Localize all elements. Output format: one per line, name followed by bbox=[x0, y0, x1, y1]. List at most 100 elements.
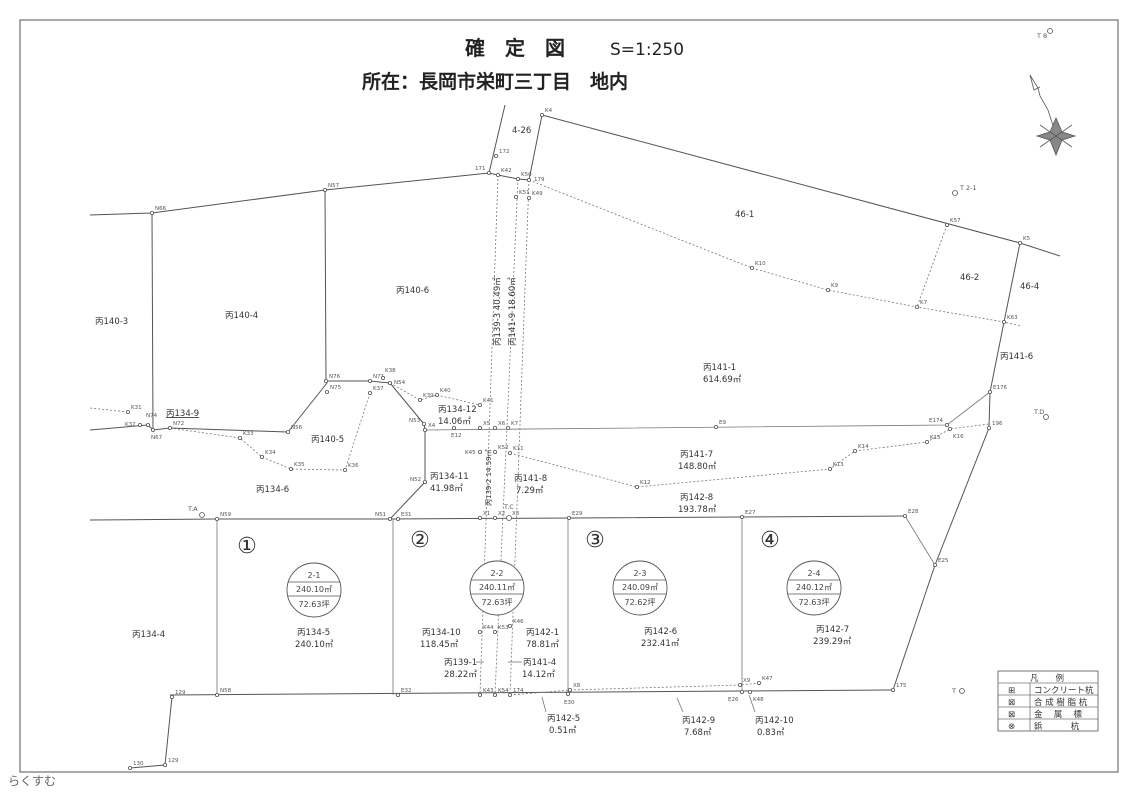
survey-point-label: K14 bbox=[858, 444, 869, 450]
lot-tsubo: 72.63坪 bbox=[482, 598, 513, 607]
survey-point-marker bbox=[380, 375, 385, 380]
benchmarks: T.A T.C T.D T 2-1 T 8 T bbox=[187, 28, 1053, 695]
survey-point-marker bbox=[516, 176, 521, 181]
parcel-label: 丙141-4 bbox=[523, 658, 556, 668]
parcel-area: 148.80㎡ bbox=[678, 462, 717, 472]
survey-point-label: E27 bbox=[745, 510, 756, 516]
parcel-area: 193.78㎡ bbox=[678, 505, 717, 515]
survey-point-label: K39 bbox=[423, 393, 434, 399]
lot-id: 2-4 bbox=[807, 569, 820, 578]
parcel-label: 丙142-9 bbox=[682, 716, 715, 726]
survey-point-marker bbox=[477, 425, 482, 430]
parcel-label: 丙142-10 bbox=[755, 716, 794, 726]
watermark-logo: らくすむ bbox=[8, 774, 57, 788]
survey-point-label: X2 bbox=[498, 511, 505, 517]
survey-point-label: K38 bbox=[385, 368, 396, 374]
lot-marker: 2-4 240.12㎡ 72.63坪 ④ bbox=[760, 528, 842, 616]
survey-point-marker bbox=[495, 172, 500, 177]
survey-point-marker bbox=[903, 514, 908, 519]
survey-point-label: K57 bbox=[950, 218, 961, 224]
parcel-area: 0.83㎡ bbox=[757, 728, 785, 738]
survey-point-label: 130 bbox=[133, 761, 144, 767]
survey-point-marker bbox=[395, 693, 400, 698]
survey-point-label: X8 bbox=[573, 683, 581, 689]
parcel-area: 7.68㎡ bbox=[684, 728, 712, 738]
survey-point-label: E12 bbox=[451, 433, 461, 439]
survey-point-marker bbox=[477, 449, 482, 454]
survey-point-label: N56 bbox=[291, 425, 303, 431]
survey-point-label: N59 bbox=[220, 512, 232, 518]
survey-point-marker bbox=[477, 516, 482, 521]
survey-point-marker bbox=[169, 695, 174, 700]
survey-point-marker bbox=[507, 693, 512, 698]
parcel-label-vertical: 丙141-9 18.60㎡ bbox=[508, 277, 518, 346]
survey-point-label: K31 bbox=[131, 405, 142, 411]
survey-point-label: N72 bbox=[173, 421, 184, 427]
parcel-label: 丙142-7 bbox=[816, 625, 849, 635]
parcel-label: 丙141-8 bbox=[514, 474, 547, 484]
survey-point-label: K33 bbox=[243, 431, 254, 437]
lot-area: 240.11㎡ bbox=[479, 583, 515, 592]
survey-point-marker bbox=[127, 766, 132, 771]
survey-point-marker bbox=[417, 397, 422, 402]
survey-point-marker bbox=[477, 402, 482, 407]
survey-point-marker bbox=[750, 265, 755, 270]
lot-number: ③ bbox=[585, 528, 605, 553]
legend: 凡 例 ⊞ コンクリート杭 ⊠ 合 成 樹 脂 杭 ⊠ 金 属 標 ⊗ 鋲 杭 bbox=[997, 670, 1099, 732]
survey-point-label: K54 bbox=[498, 688, 509, 694]
survey-point-label: K35 bbox=[294, 462, 305, 468]
survey-point-marker bbox=[635, 484, 640, 489]
survey-point-label: K9 bbox=[831, 283, 839, 289]
survey-point-label: X3 bbox=[512, 511, 520, 517]
survey-point-marker bbox=[492, 516, 497, 521]
parcel-label-vertical: 丙139-2 14.59㎡ bbox=[485, 449, 493, 506]
survey-point-marker bbox=[486, 170, 491, 175]
lot-circle bbox=[786, 560, 842, 616]
benchmark-label: T bbox=[951, 687, 956, 695]
survey-point-marker bbox=[826, 287, 831, 292]
survey-point-marker bbox=[167, 425, 172, 430]
parcel-label: 丙134-10 bbox=[422, 628, 461, 638]
rivet-pile-icon: ⊗ bbox=[1008, 722, 1015, 732]
survey-point-label: N54 bbox=[394, 380, 406, 386]
parcel-label: 丙140-3 bbox=[95, 317, 128, 327]
survey-point-marker bbox=[933, 563, 938, 568]
survey-point-label: 172 bbox=[499, 149, 510, 155]
survey-point-label: K44 bbox=[483, 625, 494, 631]
parcel-label: 丙134-6 bbox=[256, 485, 289, 495]
survey-point-label: K32 bbox=[125, 422, 136, 428]
survey-point-marker bbox=[505, 425, 510, 430]
drawing-location: 所在：長岡市栄町三丁目 地内 bbox=[362, 70, 628, 93]
survey-point-marker bbox=[568, 688, 573, 693]
lot-number: ④ bbox=[760, 528, 780, 553]
legend-item: 合 成 樹 脂 杭 bbox=[1034, 697, 1088, 708]
survey-point-marker bbox=[477, 630, 482, 635]
survey-point-label: E31 bbox=[401, 512, 411, 518]
survey-point-marker bbox=[527, 195, 532, 200]
survey-point-marker bbox=[566, 692, 571, 697]
survey-point-label: X5 bbox=[483, 421, 491, 427]
parcel-area: 0.51㎡ bbox=[549, 726, 577, 736]
survey-point-marker bbox=[1018, 240, 1023, 245]
survey-point-label: X6 bbox=[498, 421, 506, 427]
survey-point-label: K53 bbox=[498, 625, 509, 631]
survey-point-label: X4 bbox=[428, 423, 436, 429]
survey-point-marker bbox=[748, 690, 753, 695]
survey-point-marker bbox=[149, 210, 154, 215]
parcel-label: 丙134-4 bbox=[132, 630, 165, 640]
parcel-area: 14.12㎡ bbox=[522, 670, 555, 680]
survey-point-label: E174 bbox=[929, 418, 943, 424]
lot-markers: 2-1 240.10㎡ 72.63坪 ① 2-2 240.11㎡ 72.63坪 … bbox=[237, 528, 842, 618]
survey-point-marker bbox=[288, 466, 293, 471]
survey-point-marker bbox=[1002, 319, 1007, 324]
survey-point-marker bbox=[162, 763, 167, 768]
survey-point-label: 174 bbox=[513, 688, 524, 694]
parcel-label: 丙140-5 bbox=[311, 435, 344, 445]
survey-point-marker bbox=[567, 516, 572, 521]
parcel-label: 46-2 bbox=[960, 273, 979, 283]
survey-point-marker bbox=[150, 427, 155, 432]
parcel-label: 丙141-6 bbox=[1000, 352, 1033, 362]
parcel-area: 118.45㎡ bbox=[420, 640, 459, 650]
survey-point-label: E28 bbox=[908, 509, 919, 515]
